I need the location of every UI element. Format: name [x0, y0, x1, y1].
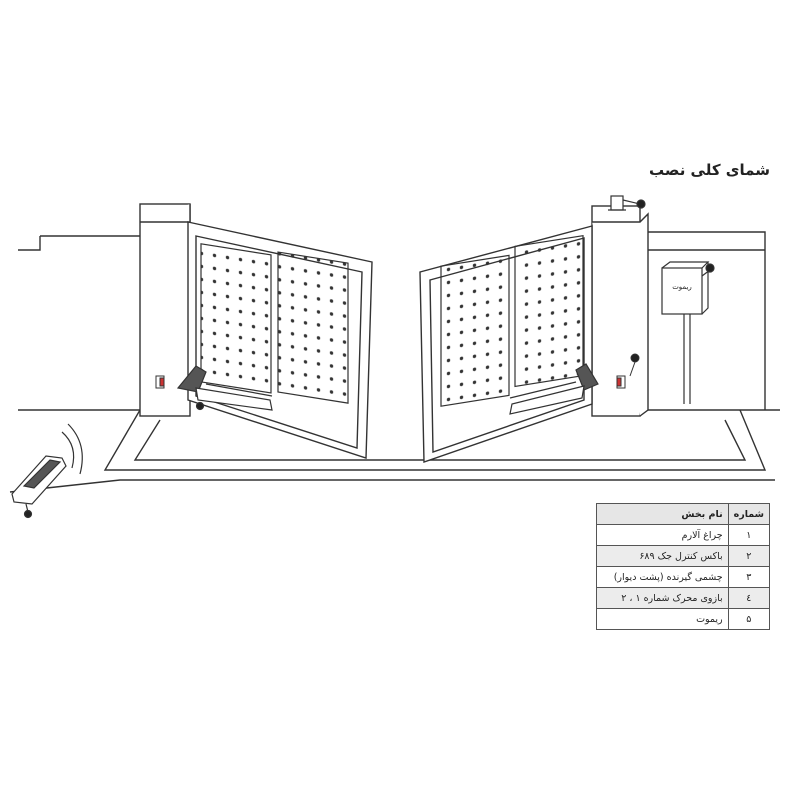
table-row: ٤ بازوی محرک شماره ۱ ، ۲ — [596, 587, 771, 609]
legend-header-name: نام بخش — [596, 503, 729, 525]
legend-header-row: شماره نام بخش — [596, 503, 771, 525]
legend-row-number: ۳ — [727, 566, 771, 588]
legend-table: شماره نام بخش ۱ چراغ آلارم ۲ باکس کنترل … — [596, 503, 771, 630]
diagram-title: شمای کلی نصب — [649, 161, 770, 179]
table-row: ۵ ریموت — [596, 608, 771, 630]
legend-row-name: ریموت — [596, 608, 729, 630]
table-row: ۳ چشمی گیرنده (پشت دیوار) — [596, 566, 771, 588]
legend-row-name: چشمی گیرنده (پشت دیوار) — [596, 566, 729, 588]
table-row: ۱ چراغ آلارم — [596, 524, 771, 546]
legend-row-number: ۲ — [727, 545, 771, 567]
legend-row-number: ٤ — [727, 587, 771, 609]
left-wall — [18, 235, 140, 251]
left-actuator-arm — [176, 365, 273, 411]
control-box-icon: ریموت — [661, 261, 715, 404]
left-photocell-icon — [155, 375, 165, 389]
remote-control-icon — [11, 423, 83, 519]
legend-row-number: ۵ — [727, 608, 771, 630]
table-row: ۲ باکس کنترل جک ۶۸۹ — [596, 545, 771, 567]
ground-lines — [9, 409, 780, 493]
legend-header-number: شماره — [727, 503, 771, 525]
legend-row-number: ۱ — [727, 524, 771, 546]
legend-row-name: باکس کنترل جک ۶۸۹ — [596, 545, 729, 567]
right-wall — [640, 231, 766, 410]
right-gate-leaf — [419, 225, 593, 463]
right-photocell-icon — [616, 353, 640, 389]
right-actuator-arm — [509, 363, 599, 415]
alarm-lamp-icon — [608, 195, 646, 211]
legend-row-name: چراغ آلارم — [596, 524, 729, 546]
control-box-label: ریموت — [672, 283, 692, 291]
legend-row-name: بازوی محرک شماره ۱ ، ۲ — [596, 587, 729, 609]
left-gate-leaf — [187, 221, 373, 459]
left-pillar — [139, 203, 191, 417]
